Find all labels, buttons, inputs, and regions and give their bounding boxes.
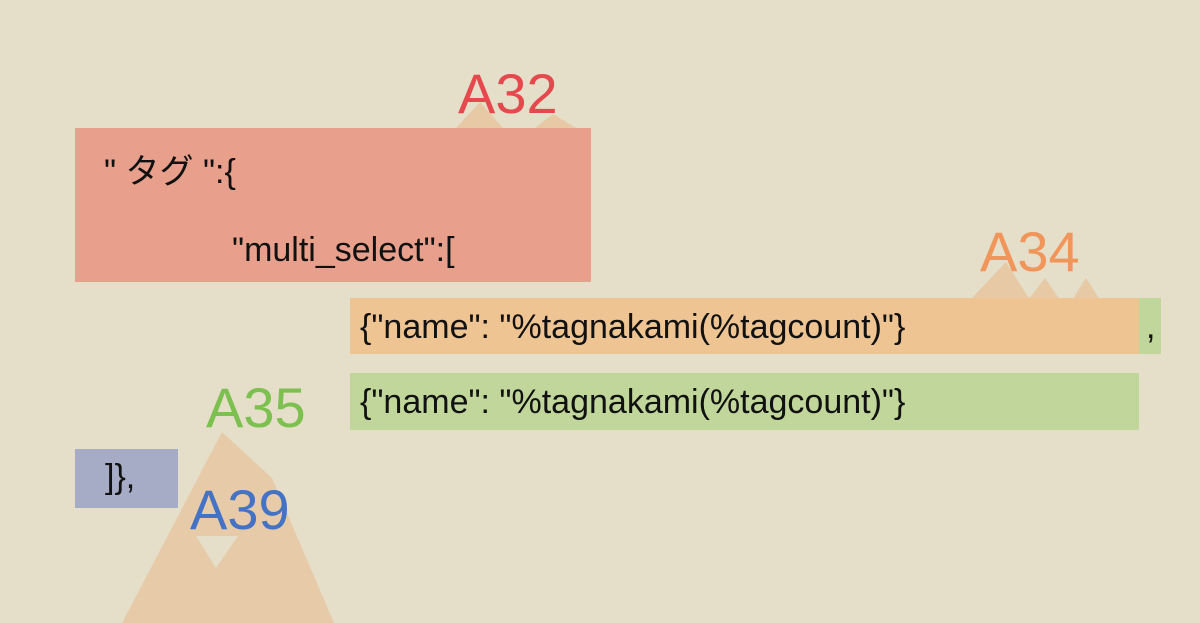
mountain-snow-notch (196, 536, 238, 568)
a39-region (75, 449, 178, 508)
label-a39: A39 (190, 478, 290, 541)
label-a32: A32 (458, 62, 558, 125)
code-line-comma: , (1146, 308, 1156, 346)
a32-region (75, 128, 591, 282)
code-line-close: ]}, (105, 458, 136, 496)
label-a34: A34 (980, 220, 1080, 283)
label-a35: A35 (206, 376, 306, 439)
mountain-shape (535, 114, 576, 128)
mountain-shape (970, 262, 1030, 300)
a34-region (350, 298, 1139, 354)
a34-comma-region (1139, 298, 1161, 354)
code-line-multi-select: "multi_select":[ (232, 231, 455, 269)
mountain-shape (1028, 278, 1060, 300)
code-line-tag-key: " タグ ":{ (104, 153, 236, 191)
code-line-name-2: {"name": "%tagnakami(%tagcount)"} (360, 383, 906, 421)
code-line-name-1: {"name": "%tagnakami(%tagcount)"} (360, 308, 906, 346)
mountain-shape (1072, 278, 1100, 300)
a35-region (350, 373, 1139, 430)
mountain-shape (122, 432, 334, 623)
mountain-shape (456, 102, 503, 128)
